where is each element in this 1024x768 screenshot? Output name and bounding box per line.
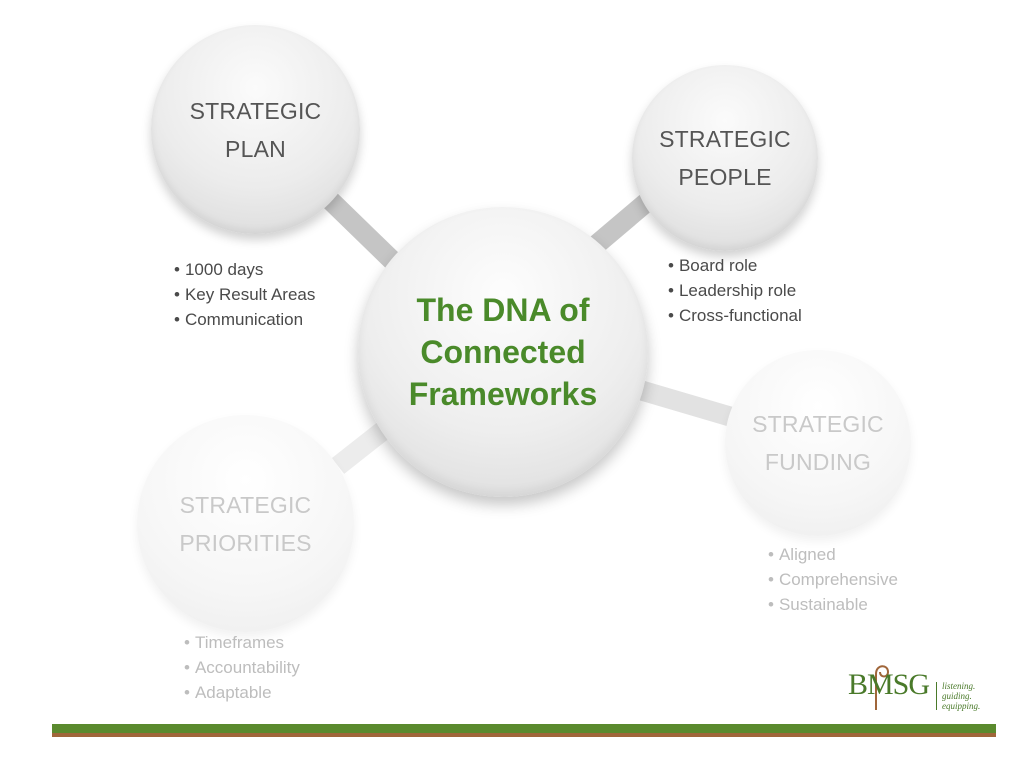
priorities-bullet: Accountability — [184, 655, 300, 680]
funding-bullet-list: Aligned Comprehensive Sustainable — [768, 542, 898, 617]
node-strategic-priorities: STRATEGIC PRIORITIES — [137, 415, 354, 632]
priorities-bullet: Timeframes — [184, 630, 300, 655]
logo-tagline: listening. guiding. equipping. — [942, 681, 980, 711]
node-strategic-priorities-line-2: PRIORITIES — [179, 529, 312, 556]
funding-bullet: Aligned — [768, 542, 898, 567]
footer-bar-green — [52, 724, 996, 733]
node-strategic-funding-line-1: STRATEGIC — [752, 411, 884, 437]
people-bullet: Leadership role — [668, 278, 802, 303]
connector-plan — [323, 192, 407, 276]
connector-funding — [637, 380, 738, 428]
plan-bullet: Key Result Areas — [174, 282, 315, 307]
center-title-line-1: The DNA of — [416, 292, 590, 328]
priorities-bullet-list: Timeframes Accountability Adaptable — [184, 630, 300, 705]
logo-tagline-line: listening. — [942, 681, 976, 691]
bmsg-logo: BMSG listening. guiding. equipping. — [848, 660, 998, 716]
priorities-bullet: Adaptable — [184, 680, 300, 705]
people-bullet: Cross-functional — [668, 303, 802, 328]
node-strategic-funding: STRATEGIC FUNDING — [725, 350, 911, 536]
people-bullet: Board role — [668, 253, 802, 278]
center-node: The DNA of Connected Frameworks — [358, 207, 648, 497]
node-strategic-plan-line-1: STRATEGIC — [189, 97, 322, 124]
logo-tagline-line: equipping. — [942, 701, 981, 711]
center-title-line-2: Connected — [420, 334, 586, 370]
people-bullet-list: Board role Leadership role Cross-functio… — [668, 253, 802, 328]
node-strategic-people-line-1: STRATEGIC — [659, 126, 791, 152]
funding-bullet: Comprehensive — [768, 567, 898, 592]
plan-bullet: 1000 days — [174, 257, 315, 282]
logo-wordmark: BMSG — [848, 668, 930, 701]
shepherd-staff-icon — [875, 665, 890, 710]
node-strategic-people: STRATEGIC PEOPLE — [632, 65, 818, 251]
logo-divider — [936, 682, 937, 710]
plan-bullet-list: 1000 days Key Result Areas Communication — [174, 257, 315, 332]
logo-tagline-line: guiding. — [942, 691, 972, 701]
node-strategic-plan: STRATEGIC PLAN — [151, 25, 360, 234]
funding-bullet: Sustainable — [768, 592, 898, 617]
node-strategic-people-line-2: PEOPLE — [678, 164, 772, 190]
plan-bullet: Communication — [174, 307, 315, 332]
node-strategic-priorities-line-1: STRATEGIC — [179, 491, 312, 518]
node-strategic-funding-line-2: FUNDING — [764, 449, 872, 475]
center-title-line-3: Frameworks — [408, 376, 598, 412]
footer-bar-brown — [52, 733, 996, 737]
node-strategic-plan-line-2: PLAN — [225, 135, 286, 162]
